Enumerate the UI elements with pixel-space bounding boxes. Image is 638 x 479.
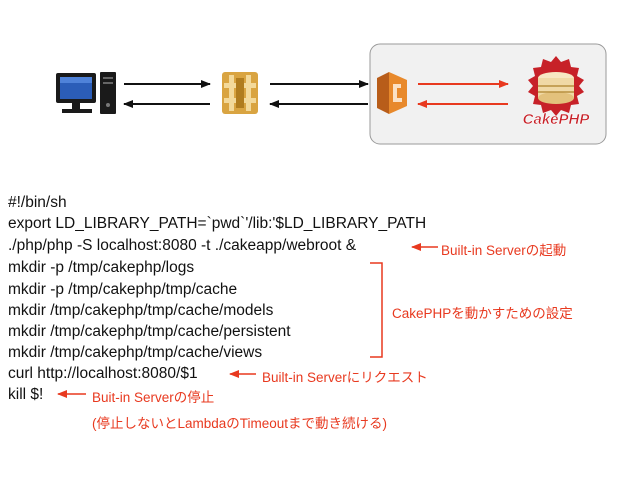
desktop-computer-icon xyxy=(56,72,116,114)
annotation-request: Built-in Serverにリクエスト xyxy=(262,370,428,385)
script-line: mkdir -p /tmp/cakephp/logs xyxy=(8,259,195,276)
script-line: mkdir /tmp/cakephp/tmp/cache/persistent xyxy=(8,323,291,340)
script-line: ./php/php -S localhost:8080 -t ./cakeapp… xyxy=(8,237,357,254)
setup-bracket xyxy=(370,262,383,358)
annotation-stop-note: (停止しないとLambdaのTimeoutまで動き続ける) xyxy=(92,416,388,431)
script-line: mkdir /tmp/cakephp/tmp/cache/models xyxy=(8,302,274,319)
script-line: export LD_LIBRARY_PATH=`pwd`'/lib:'$LD_L… xyxy=(8,215,427,232)
annotation-stop: Buit-in Serverの停止 xyxy=(92,390,215,405)
script-line: #!/bin/sh xyxy=(8,194,67,211)
script-line: curl http://localhost:8080/$1 xyxy=(8,365,198,382)
cakephp-logo-icon: CakePHP xyxy=(522,56,591,128)
cakephp-logo-label: CakePHP xyxy=(523,111,591,128)
script-line: mkdir -p /tmp/cakephp/tmp/cache xyxy=(8,281,238,298)
script-line: mkdir /tmp/cakephp/tmp/cache/views xyxy=(8,344,263,361)
aws-lambda-icon xyxy=(377,72,407,114)
annotation-builtin-start: Built-in Serverの起動 xyxy=(441,243,567,258)
annotation-cakephp-setup: CakePHPを動かすための設定 xyxy=(392,306,573,321)
aws-api-gateway-icon xyxy=(222,72,258,114)
script-line: kill $! xyxy=(8,386,44,403)
